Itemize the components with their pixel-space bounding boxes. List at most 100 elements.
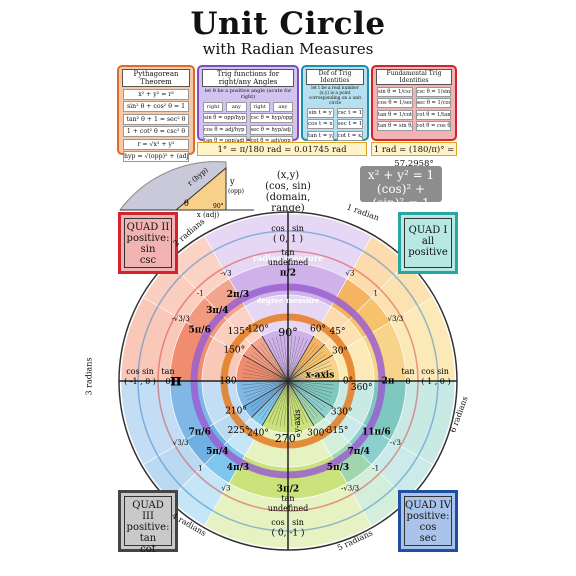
quad-1-box: QUAD I all positive (398, 212, 458, 274)
minor-ray (258, 345, 289, 382)
minor-ray (287, 380, 308, 423)
fundamental-box: Fundamental Trig Identities sin θ = 1/cs… (371, 65, 457, 141)
minor-ray (287, 380, 301, 426)
triangle-theta-label: θ (184, 199, 189, 208)
fundamental-row: sin θ = 1/csc θ (377, 86, 413, 97)
quad-2-inner: QUAD II positive: sin csc (124, 218, 172, 268)
radian-label: 5π/4 (206, 447, 228, 457)
def-trig-row: sec t = 1/x (336, 119, 363, 129)
quad-3-box: QUAD III positive: tan cot (118, 490, 178, 555)
minor-ray (287, 380, 304, 425)
poster-subtitle: with Radian Measures (202, 40, 374, 58)
quad-1-title: QUAD I (408, 225, 448, 236)
pythagorean-row: sin² θ + cos² θ = 1 (123, 101, 189, 112)
trig-col-header: right (249, 101, 270, 112)
def-trig-box: Def of Trig Identities let t be a real n… (301, 65, 369, 141)
trig-col-header: right (203, 101, 224, 112)
point-label-xy: (x,y) (276, 170, 300, 181)
quad-3-line-1: positive: (126, 522, 170, 533)
degree-label: 120° (247, 325, 269, 335)
pythagorean-heading: Pythagorean Theorem (122, 69, 190, 87)
pythagorean-row: x² + y² = r² (123, 88, 189, 100)
left-sin-label: sin (142, 367, 154, 376)
triangle-x-label: x (adj) (196, 211, 220, 219)
degree-label: 360° (351, 383, 373, 393)
degree-label: 60° (310, 325, 326, 335)
pythagorean-row: 1 + cot² θ = csc² θ (123, 126, 189, 137)
minor-ray (287, 341, 312, 382)
degree-label: 135° (228, 327, 250, 337)
tan-value-label: -√3 (390, 439, 401, 447)
left-coordinate: ( -1 , 0 ) (124, 377, 156, 386)
quad-1-line-1: all (421, 236, 435, 247)
tan-value-label: -√3 (220, 270, 231, 278)
bottom-undefined-label: undefined (268, 504, 309, 513)
degree-label: 90° (278, 326, 298, 339)
def-trig-row: tan t = y/x (307, 130, 334, 141)
minor-ray (264, 341, 289, 382)
radian-label: 7π/6 (188, 428, 210, 438)
bottom-sin-label: sin (292, 518, 304, 527)
minor-ray (287, 339, 308, 382)
radian-label: 2π/3 (227, 290, 249, 300)
trig-functions-note: let θ be a positive angle (acute for rig… (204, 88, 292, 100)
x-axis-label: x-axis (306, 371, 335, 381)
pythagorean-row: hyp = √(opp)² + (adj)² (123, 151, 189, 162)
tan-value-label: 1 (198, 465, 202, 473)
right-triangle-diagram: r (hyp) y (opp) θ 90° (119, 161, 254, 211)
triangle-opp-label: (opp) (228, 188, 244, 195)
quad-4-line-1: positive: (406, 511, 450, 522)
trig-row: sin θ = opp/hyp = y/r (203, 113, 247, 123)
minor-ray (287, 348, 321, 382)
minor-ray (243, 368, 289, 382)
minor-ray (275, 336, 289, 382)
minor-ray (287, 335, 297, 382)
quad-2-line-3: csc (139, 255, 157, 266)
degree-label: 225° (228, 426, 250, 436)
minor-ray (287, 380, 318, 417)
minor-ray (287, 351, 324, 382)
quad-1-line-2: positive (408, 247, 448, 258)
radian-label: 11π/6 (362, 428, 391, 438)
minor-ray (246, 361, 289, 382)
tan-value-label: √3 (346, 270, 355, 278)
def-trig-row: cos t = x (307, 119, 334, 129)
quad-1-inner: QUAD I all positive (404, 218, 452, 268)
def-trig-row: cot t = x/y (336, 130, 363, 141)
minor-ray (287, 380, 312, 421)
degree-label: 30° (332, 347, 348, 357)
radian-label: π/2 (280, 269, 296, 279)
minor-ray (287, 380, 315, 419)
minor-ray (252, 351, 289, 382)
minor-ray (279, 335, 289, 382)
radian-label: 5π/3 (327, 463, 349, 473)
quad-4-line-3: sec (419, 533, 437, 544)
bottom-cos-label: cos (271, 518, 284, 527)
tan-value-label: √3/3 (388, 315, 404, 323)
minor-ray (287, 380, 328, 405)
minor-ray (287, 372, 334, 382)
pythagorean-row: tan² θ + 1 = sec² θ (123, 113, 189, 125)
unit-circle-equation: x² + y² = 1 (cos)² + (sin)² = 1 (360, 166, 442, 210)
degree-label: 300° (307, 428, 329, 438)
tan-value-label: √3 (222, 484, 231, 492)
right-coordinate: ( 1 , 0 ) (421, 377, 450, 386)
trig-row: csc θ = hyp/opp = r/y (249, 113, 293, 123)
degree-label: 180 (219, 377, 236, 387)
minor-ray (287, 365, 332, 382)
top-coordinate: ( 0, 1 ) (273, 234, 303, 245)
equation-line-1: x² + y² = 1 (367, 168, 435, 182)
minor-ray (248, 380, 289, 405)
quad-3-line-2: tan (139, 533, 157, 544)
minor-ray (287, 380, 326, 408)
quad-4-box: QUAD IV positive: cos sec (398, 490, 458, 552)
minor-ray (261, 343, 289, 382)
radian-label: 3π/2 (277, 485, 299, 495)
def-trig-note: let t be a real number (x,y) is a point … (308, 86, 362, 106)
minor-ray (287, 343, 315, 382)
fundamental-row: tan θ = sin θ/cos θ (377, 121, 413, 131)
minor-ray (261, 380, 289, 419)
def-trig-row: csc t = 1/y (336, 107, 363, 118)
minor-ray (287, 380, 333, 394)
